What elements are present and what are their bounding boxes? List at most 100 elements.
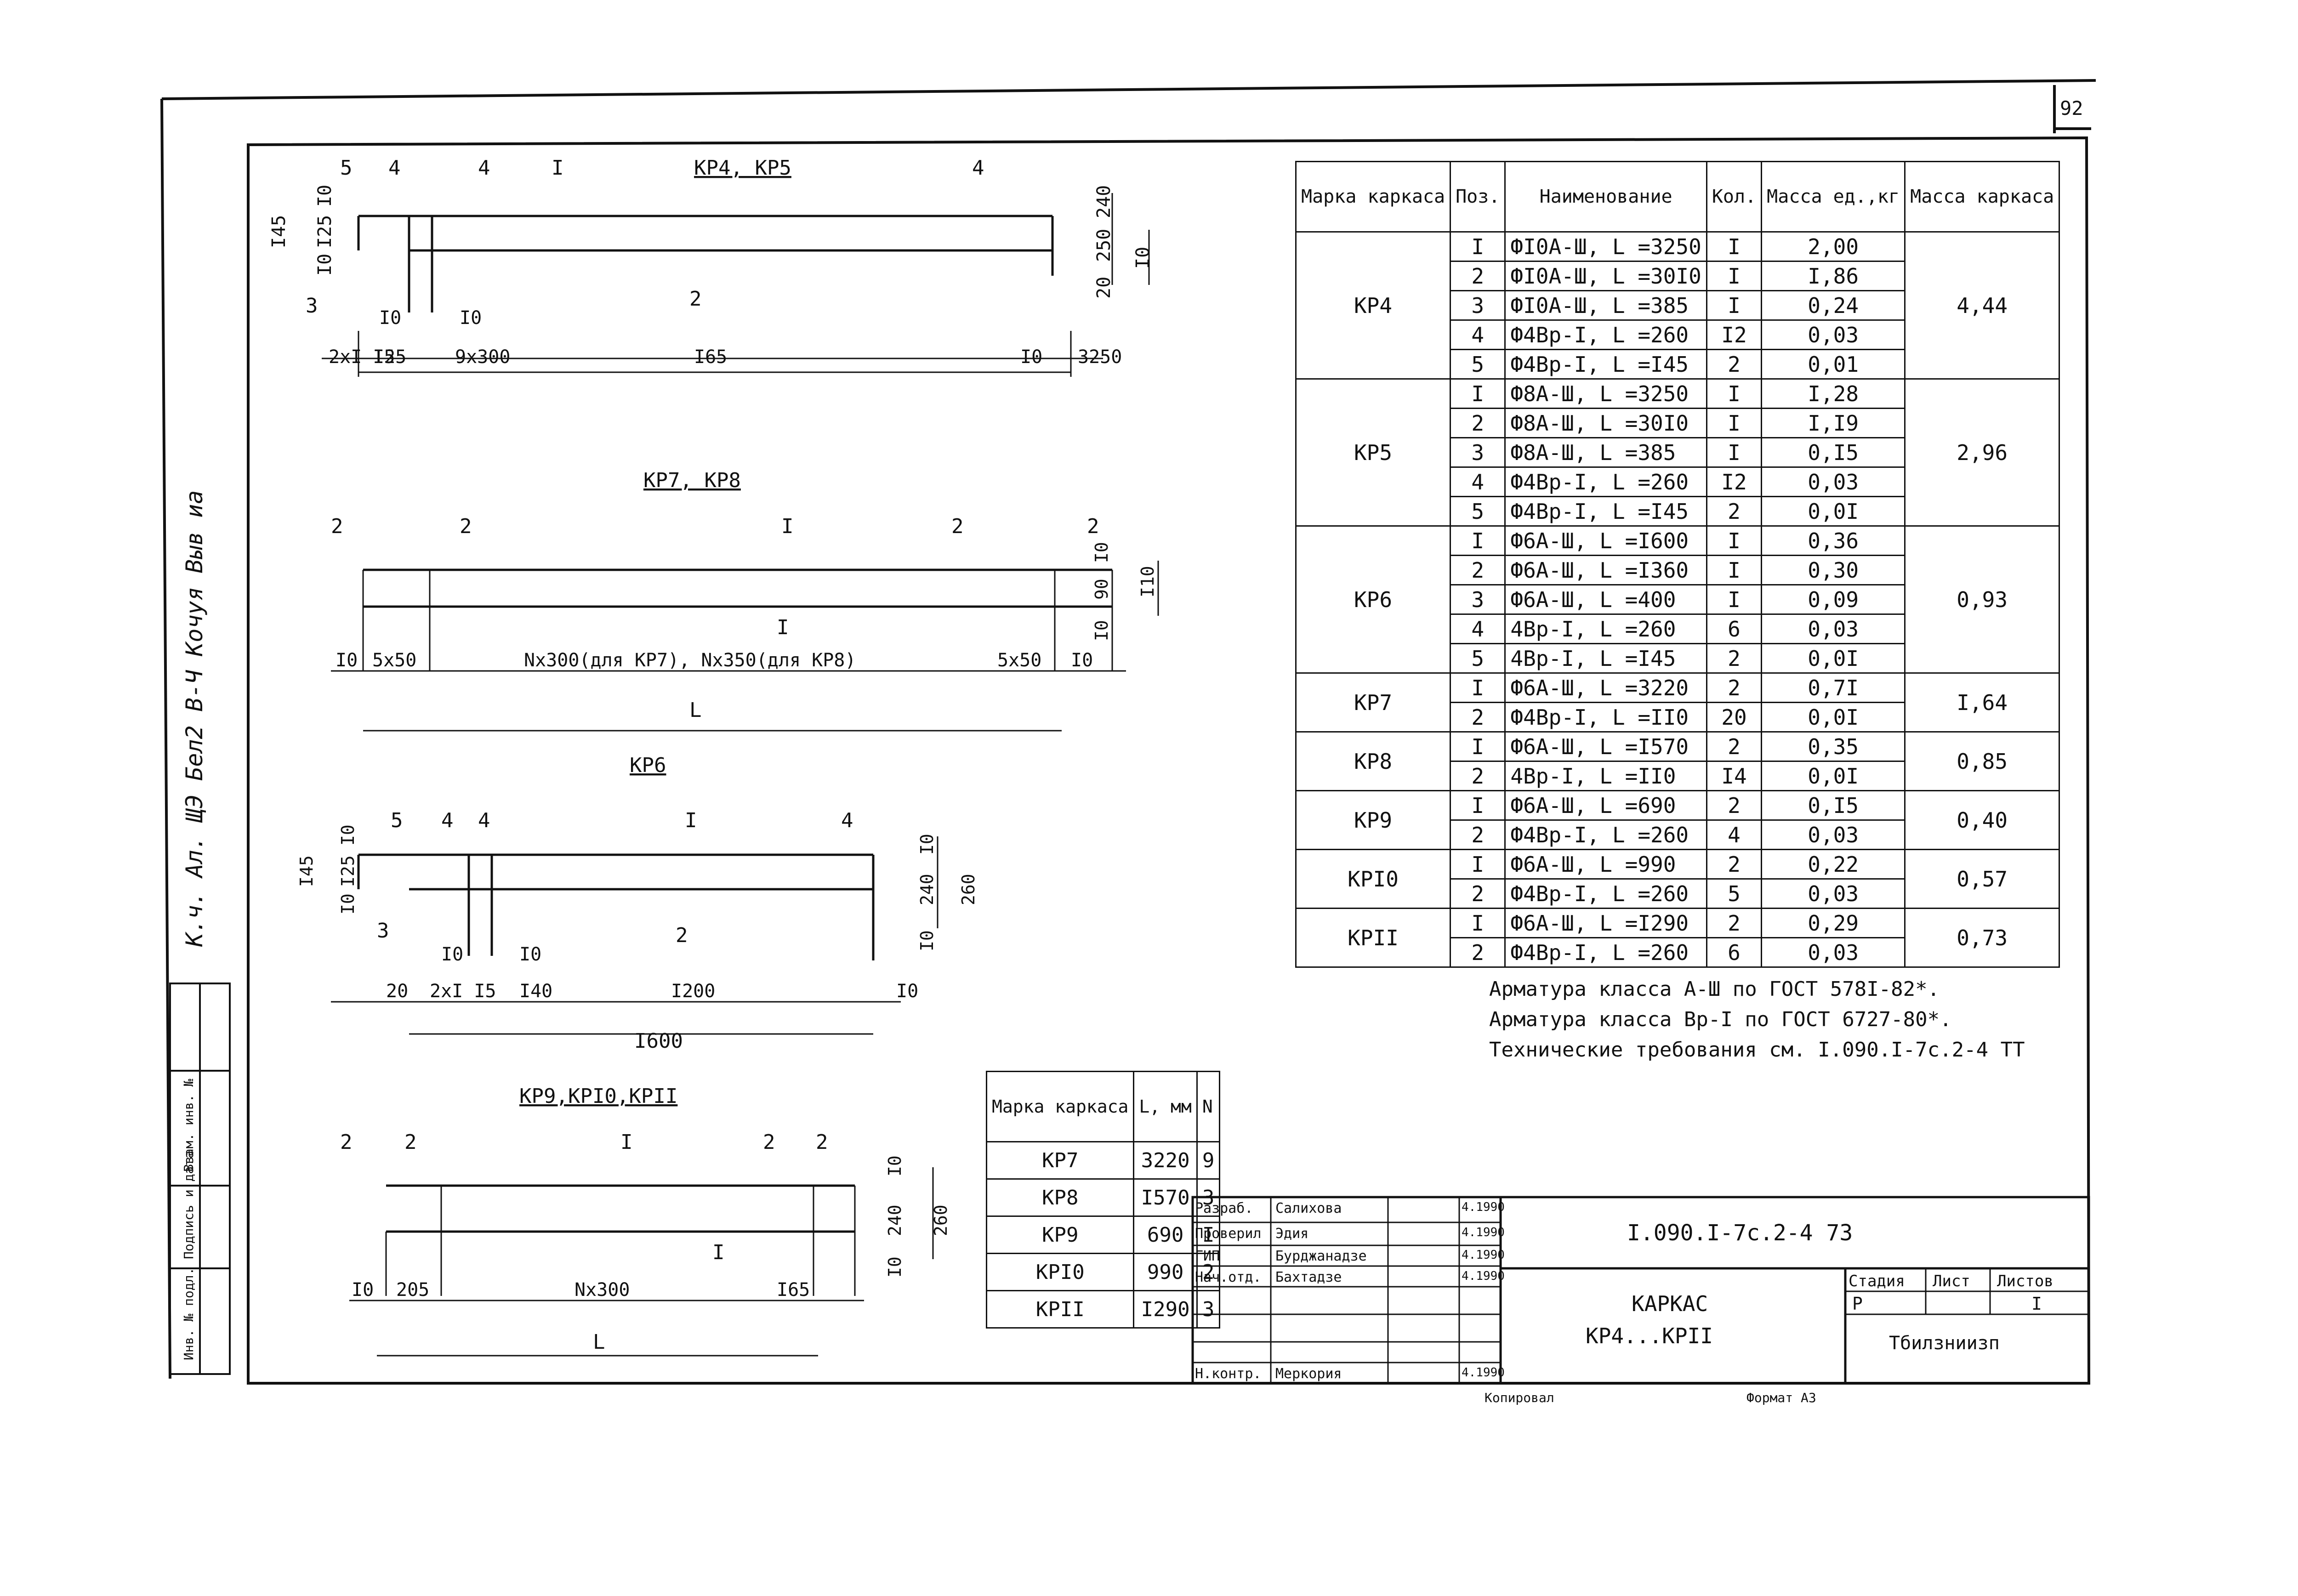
dim-label: I65 <box>694 346 727 368</box>
col-header: Поз. <box>1450 161 1506 233</box>
dim-label: I40 <box>519 981 552 1002</box>
name-cell: Ф6А-Ш, L =3220 <box>1504 672 1707 703</box>
drawing-kp9: КР9,КРI0,КРII 2 2 I 2 2 I I0 240 260 I0 … <box>340 1085 951 1357</box>
position-cell: 2 <box>1450 761 1506 791</box>
name-cell: Ф6А-Ш, L =400 <box>1504 584 1707 615</box>
unit-mass-cell: 0,03 <box>1761 466 1906 497</box>
position-cell: 2 <box>1450 261 1506 291</box>
pos-label: I <box>685 809 697 832</box>
cell: КР7 <box>985 1141 1135 1180</box>
dim-label: I0 <box>1020 346 1042 368</box>
qty-cell: 2 <box>1706 643 1763 674</box>
position-cell: 4 <box>1450 466 1506 497</box>
unit-mass-cell: 0,30 <box>1761 555 1906 585</box>
qty-cell: 20 <box>1706 702 1763 733</box>
unit-mass-cell: 0,03 <box>1761 819 1906 850</box>
frame-mark-cell: КР9 <box>1295 790 1451 850</box>
name-cell: Ф4Вр-I, L =260 <box>1504 466 1707 497</box>
cell: 3 <box>1196 1178 1221 1217</box>
position-cell: I <box>1450 525 1506 556</box>
qty-cell: I2 <box>1706 319 1763 350</box>
name-cell: Ф4Вр-I, L =260 <box>1504 819 1707 850</box>
stamp-label-signature: Подпись и дата <box>181 1151 196 1259</box>
col-header: Кол. <box>1706 161 1763 233</box>
pos-label: 2 <box>951 515 964 538</box>
dim-label: 5x50 <box>372 650 416 671</box>
frame-mass-cell: 0,73 <box>1904 908 2060 968</box>
pos-label: 2 <box>460 515 472 538</box>
name-cell: 4Вр-I, L =260 <box>1504 613 1707 644</box>
note-line: Арматура класса Вр-I по ГОСТ 6727-80*. <box>1489 1008 1952 1031</box>
pos-label: 2 <box>331 515 343 538</box>
dim-label: 3250 <box>1078 346 1122 368</box>
unit-mass-cell: 0,0I <box>1761 643 1906 674</box>
qty-cell: 2 <box>1706 908 1763 938</box>
qty-cell: 2 <box>1706 496 1763 527</box>
signer-date: 4.1990 <box>1462 1366 1505 1380</box>
col-header: N <box>1196 1071 1221 1142</box>
dim-label: I25 <box>314 215 336 248</box>
dim-label: Nx300 <box>574 1279 630 1301</box>
qty-cell: 5 <box>1706 878 1763 909</box>
position-cell: I <box>1450 378 1506 409</box>
name-cell: Ф8А-Ш, L =3250 <box>1504 378 1707 409</box>
dim-label: L <box>689 699 702 722</box>
notes: Арматура класса А-Ш по ГОСТ 578I-82*. Ар… <box>1489 974 2025 1065</box>
pos-label: 4 <box>841 809 853 832</box>
qty-cell: I <box>1706 408 1763 438</box>
dim-label: 240 <box>885 1204 905 1236</box>
qty-cell: I <box>1706 290 1763 321</box>
qty-cell: I <box>1706 261 1763 291</box>
name-cell: ФI0А-Ш, L =3250 <box>1504 231 1707 262</box>
dim-label: 2xI I5 <box>329 346 395 368</box>
unit-mass-cell: 0,09 <box>1761 584 1906 615</box>
col-header: L, мм <box>1133 1071 1198 1142</box>
qty-cell: I4 <box>1706 761 1763 791</box>
unit-mass-cell: 0,7I <box>1761 672 1906 703</box>
qty-cell: I2 <box>1706 466 1763 497</box>
qty-cell: 6 <box>1706 613 1763 644</box>
drawing-title: КР9,КРI0,КРII <box>519 1085 677 1108</box>
name-cell: Ф4Вр-I, L =260 <box>1504 878 1707 909</box>
drawing-title-line2: КР4...КРII <box>1586 1323 1713 1348</box>
position-cell: 2 <box>1450 555 1506 585</box>
drawing-kp6: КР6 5 4 4 I 4 3 2 I0 I45 I25 I0 I0 240 2… <box>296 754 978 1053</box>
frame-mass-cell: 0,85 <box>1904 731 2060 791</box>
drawing-title: КР4, КР5 <box>694 156 791 180</box>
qty-cell: 4 <box>1706 819 1763 850</box>
dim-label: I0 <box>885 1155 905 1176</box>
col-header: Масса ед.,кг <box>1761 161 1906 233</box>
frame-mass-cell: 0,57 <box>1904 849 2060 909</box>
cell: 3220 <box>1133 1141 1198 1180</box>
name-cell: ФI0А-Ш, L =30I0 <box>1504 261 1707 291</box>
dim-label: I45 <box>296 855 317 887</box>
name-cell: 4Вр-I, L =I45 <box>1504 643 1707 674</box>
signer-role: Разраб. <box>1195 1200 1253 1216</box>
position-cell: I <box>1450 731 1506 762</box>
frame-mark-cell: КР5 <box>1295 378 1451 527</box>
col-header: Наименование <box>1504 161 1707 233</box>
dim-label: I0 <box>379 307 401 329</box>
dim-label: 20 <box>1093 277 1115 299</box>
dim-label: I200 <box>671 981 715 1002</box>
pos-label: 4 <box>478 156 490 180</box>
pos-label: 3 <box>306 294 318 318</box>
table-header-row: Марка каркаса L, мм N <box>985 1071 1221 1142</box>
pos-label: 2 <box>404 1130 417 1154</box>
cell: I570 <box>1133 1178 1198 1217</box>
